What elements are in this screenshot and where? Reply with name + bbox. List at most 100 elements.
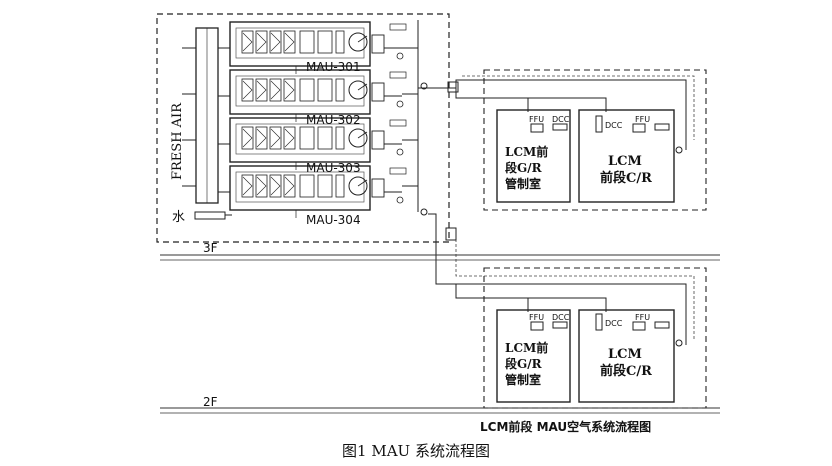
mau-304-cooling-coil [317,174,333,198]
mau-302-outlet-box [371,82,385,102]
mau-304-filter-media-4 [284,176,295,196]
mau-304-filter-1 [241,174,254,198]
lower-room-right [578,309,675,403]
mau-303-damper [389,119,407,127]
upper-terminal-units [530,115,670,133]
mau-303-inner-frame [235,123,365,155]
mau-301-filter-media-1 [242,32,253,52]
mau-plant-room-boundary [156,13,450,243]
floor-label-3f: 3F [203,241,218,255]
fresh-air-header [182,27,219,204]
mau-303-filter-4 [283,126,296,150]
fresh-air-label: FRESH AIR [170,102,185,180]
floor-lines [160,254,720,414]
mau-301-filter-4 [283,30,296,54]
mau-304-filter-3 [269,174,282,198]
mau-303-sensor [396,148,404,156]
mau-301-fan [348,32,368,52]
mau-301-damper [389,23,407,31]
mau-304-filter-media-1 [242,176,253,196]
mau-303-filter-1 [241,126,254,150]
mau-301-filter-3 [269,30,282,54]
mau-label-302: MAU-302 [306,113,361,127]
upper-right-room-line-1: LCM [608,154,642,169]
mau-302-inner-frame [235,75,365,107]
mau-302-cooling-coil [317,78,333,102]
lower-left-room-line-3: 管制室 [505,372,541,387]
mau-304-casing [229,165,371,211]
mau-304-inner-frame [235,171,365,203]
upper-room-left [496,109,571,203]
mau-304-fan [348,176,368,196]
upper-left-room-line-2: 段G/R [505,160,543,175]
lower-left-room-line-2: 段G/R [505,356,543,371]
lower-dcc-label-1: DCC [552,313,570,322]
mau-302-damper [389,71,407,79]
mau-302-filter-2 [255,78,268,102]
mau-301-filter-media-3 [270,32,281,52]
mau-303-fan-blade [357,131,368,139]
upper-room-boundary [483,69,707,211]
mau-302-filter-3 [269,78,282,102]
mau-303-casing [229,117,371,163]
mau-304-outlet-box [371,178,385,198]
mau-301-filter-media-2 [256,32,267,52]
mau-301-sensor [396,52,404,60]
mau-304-filter-media-2 [256,176,267,196]
upper-left-room-line-1: LCM前 [505,144,548,159]
mau-301-humidifier [335,30,345,54]
mau-302-fan [348,80,368,100]
mau-303-filter-media-2 [256,128,267,148]
mau-301-inner-frame [235,27,365,59]
mau-302-filter-4 [283,78,296,102]
mau-304-filter-media-3 [270,176,281,196]
mau-301-filter-2 [255,30,268,54]
mau-label-303: MAU-303 [306,161,361,175]
lower-left-room-line-1: LCM前 [505,340,548,355]
lower-dcc-label-2: DCC [605,319,623,328]
mau-303-humidifier [335,126,345,150]
mau-303-heating-coil [299,126,315,150]
mau-301-heating-coil [299,30,315,54]
diagram-legend-title: LCM前段 MAU空气系统流程图 [480,419,651,434]
upper-ffu-label-1: FFU [529,115,544,124]
mau-303-outlet-box [371,130,385,150]
mau-301-fan-blade [357,35,368,43]
mau-304-heating-coil [299,174,315,198]
lower-right-room-line-1: LCM [608,347,642,362]
mau-302-filter-media-4 [284,80,295,100]
mau-304-filter-2 [255,174,268,198]
upper-dcc-label-1: DCC [552,115,570,124]
return-ducts [455,75,695,340]
mau-304-damper [389,167,407,175]
lower-ffu-label-2: FFU [635,313,650,322]
mau-302-filter-media-3 [270,80,281,100]
upper-room-right [578,109,675,203]
upper-left-room-line-3: 管制室 [505,176,541,191]
mau-units [218,21,407,218]
mau-302-filter-media-1 [242,80,253,100]
figure-caption: 图1 MAU 系统流程图 [342,442,490,460]
water-inlet-label: 水 [172,210,185,225]
floor-label-2f: 2F [203,395,218,409]
mau-label-301: MAU-301 [306,60,361,74]
mau-301-outlet-box [371,34,385,54]
mau-301-casing [229,21,371,67]
mau-303-cooling-coil [317,126,333,150]
mau-304-sensor [396,196,404,204]
mau-302-fan-blade [357,83,368,91]
mau-302-casing [229,69,371,115]
mau-302-filter-1 [241,78,254,102]
mau-301-cooling-coil [317,30,333,54]
mau-303-filter-media-3 [270,128,281,148]
mau-302-heating-coil [299,78,315,102]
mau-301-filter-media-4 [284,32,295,52]
mau-label-304: MAU-304 [306,213,361,227]
upper-right-room-line-2: 前段C/R [600,170,652,186]
valve-symbols [420,81,683,347]
upper-ffu-label-2: FFU [635,115,650,124]
lower-room-boundary [483,267,707,409]
mau-302-sensor [396,100,404,108]
mau-304-filter-4 [283,174,296,198]
lower-room-left [496,309,571,403]
